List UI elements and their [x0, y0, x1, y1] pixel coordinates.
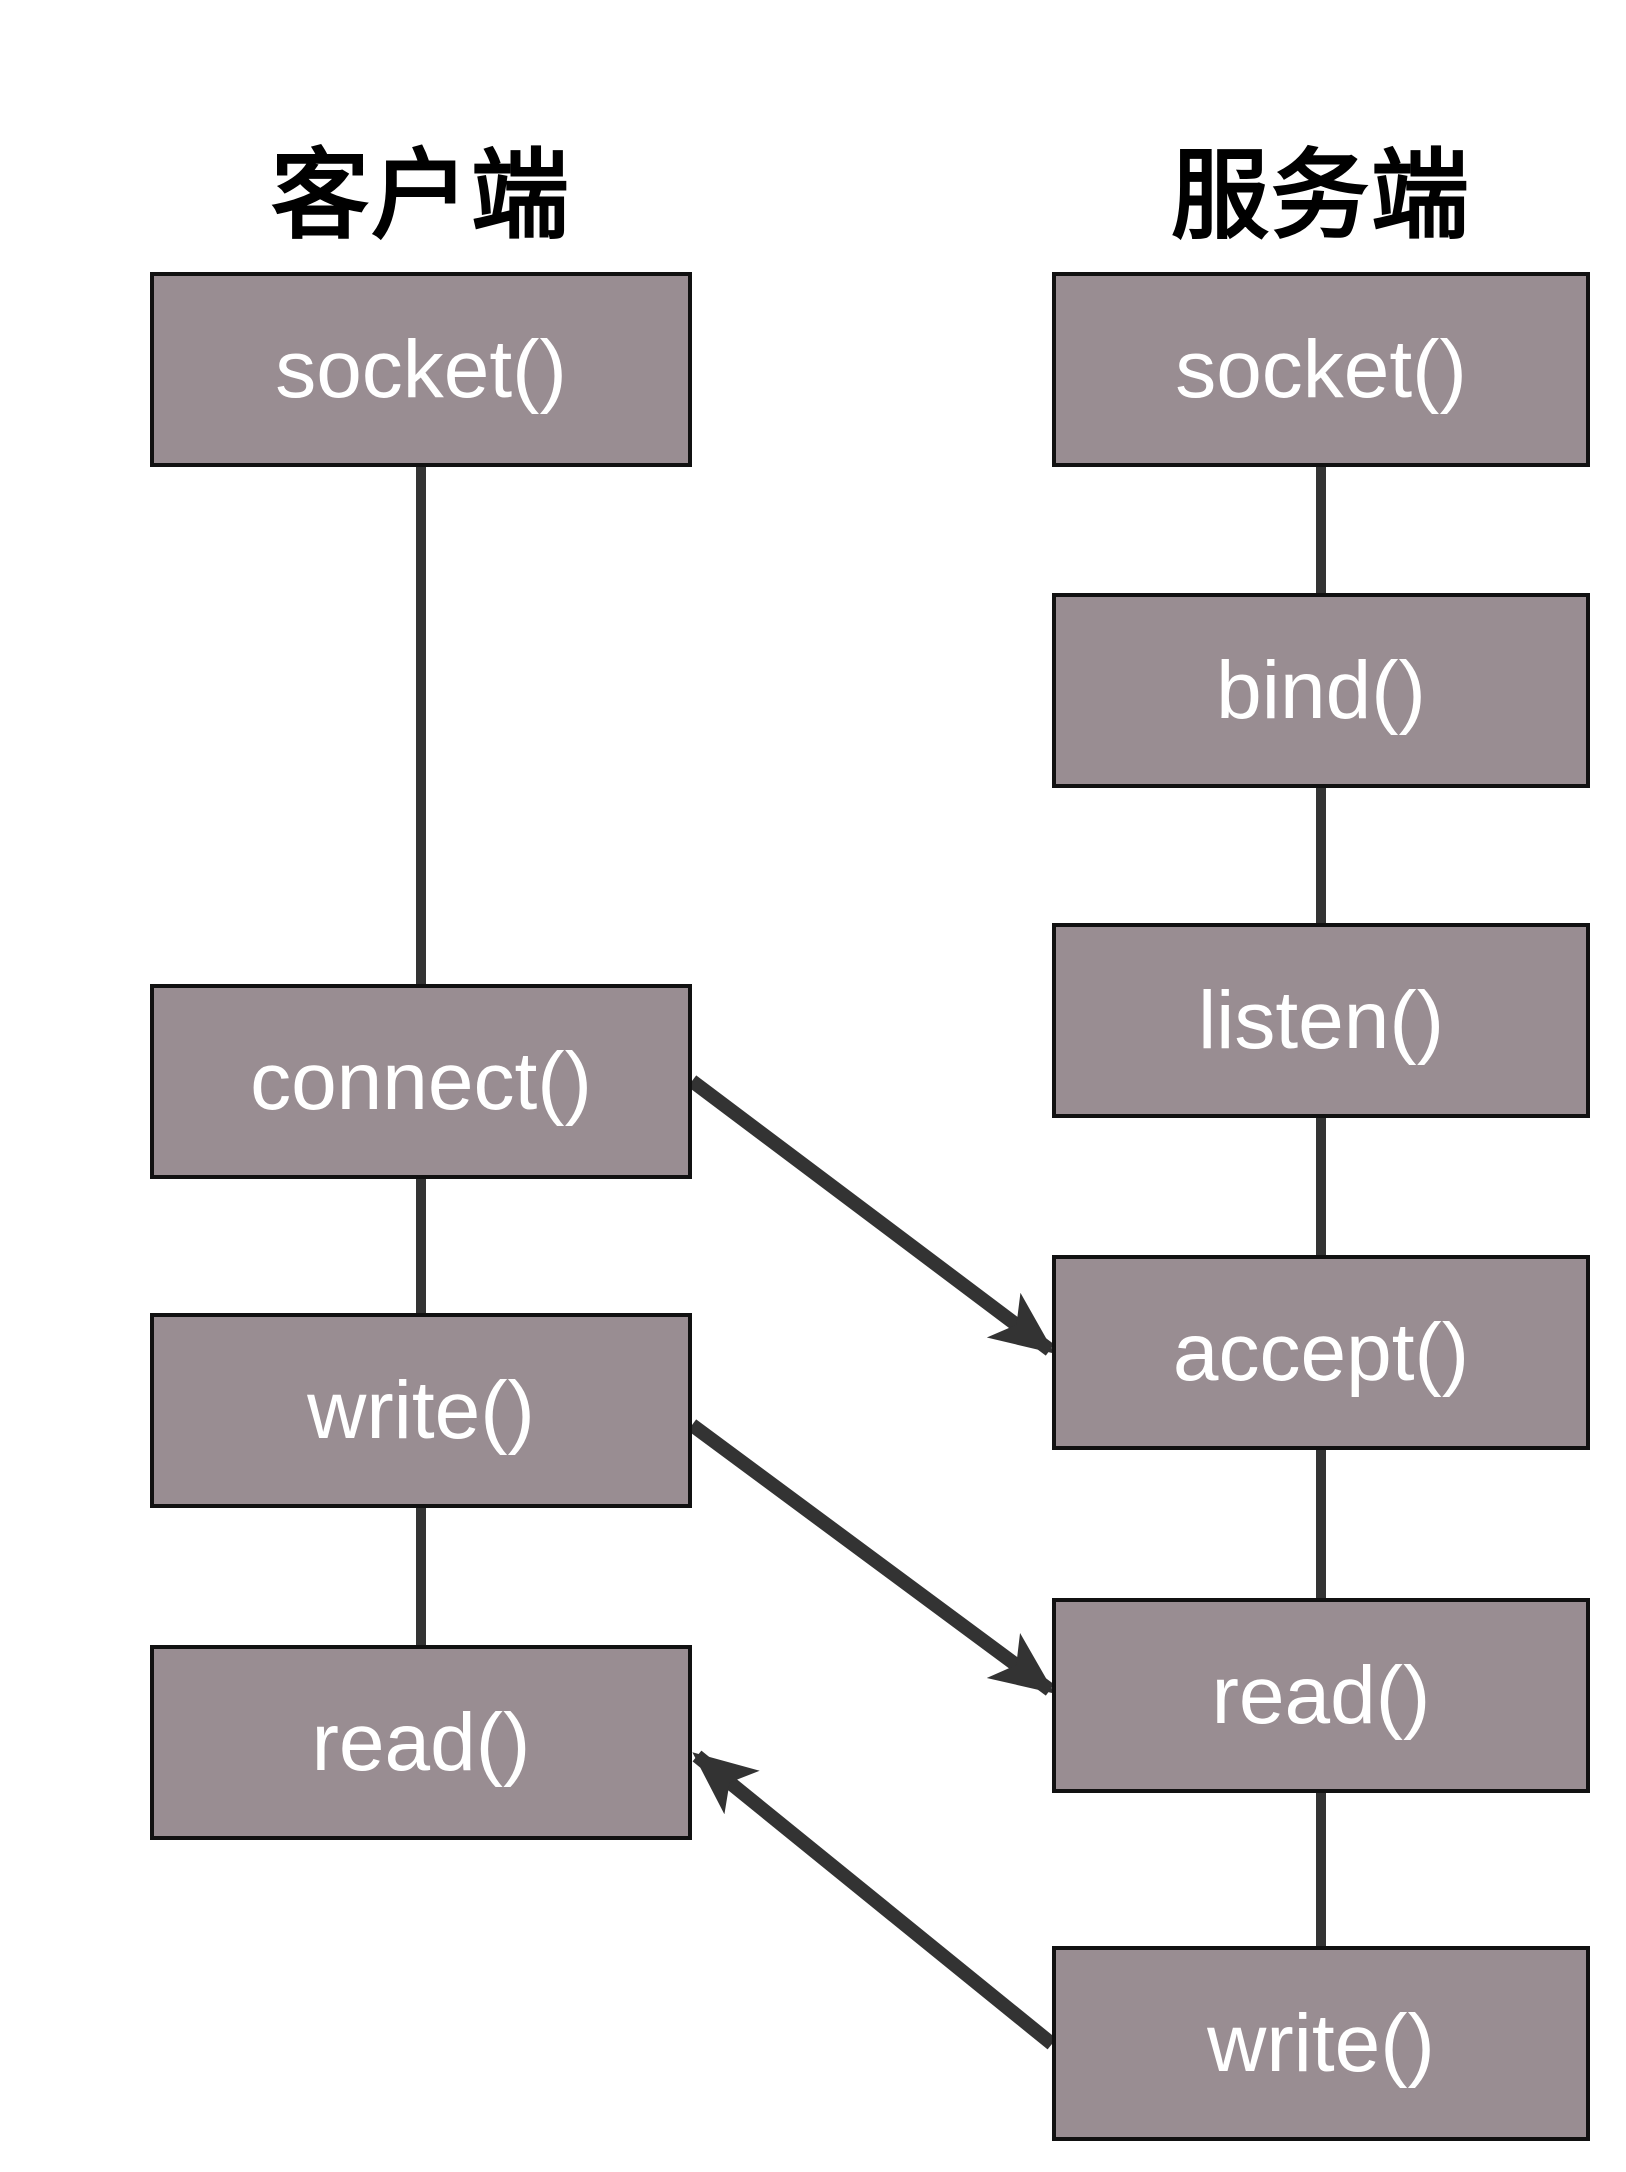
client-connect-box: connect()	[150, 984, 692, 1179]
arrow-server-write-to-client-read	[692, 1750, 1057, 2050]
arrow-connect-to-accept	[687, 1075, 1055, 1356]
client-socket-box: socket()	[150, 272, 692, 467]
arrow-write-to-server-read	[687, 1419, 1055, 1696]
server-write-box: write()	[1052, 1946, 1590, 2141]
client-column-title: 客户端	[270, 140, 571, 250]
server-column-title: 服务端	[1170, 140, 1471, 250]
server-accept-box: accept()	[1052, 1255, 1590, 1450]
server-read-box: read()	[1052, 1598, 1590, 1793]
client-write-box: write()	[150, 1313, 692, 1508]
server-bind-box: bind()	[1052, 593, 1590, 788]
server-listen-box: listen()	[1052, 923, 1590, 1118]
client-read-box: read()	[150, 1645, 692, 1840]
server-socket-box: socket()	[1052, 272, 1590, 467]
